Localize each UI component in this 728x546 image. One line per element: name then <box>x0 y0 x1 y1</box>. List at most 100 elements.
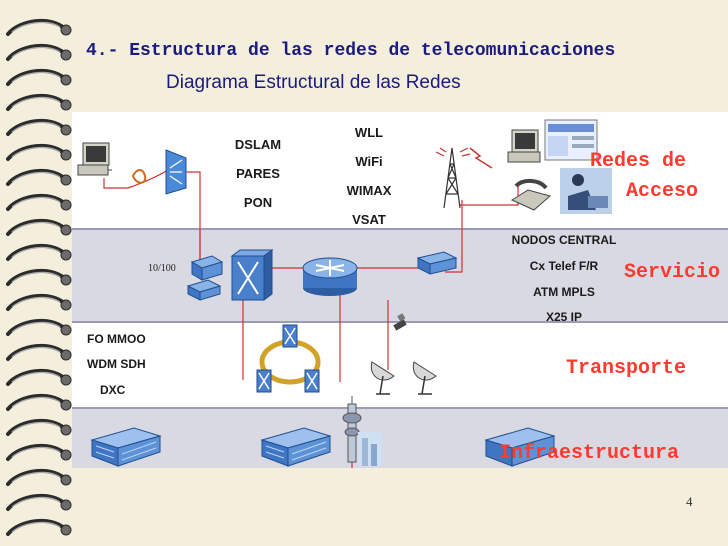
cross-connect-icon <box>304 369 320 393</box>
spiral-ring <box>6 143 66 161</box>
spiral-hole <box>60 249 72 261</box>
spiral-hole <box>60 199 72 211</box>
slide-title: 4.- Estructura de las redes de telecomun… <box>86 41 616 61</box>
spiral-ring <box>6 118 66 136</box>
spiral-ring-highlight <box>11 421 61 433</box>
spiral-ring <box>6 418 66 436</box>
spiral-ring-highlight <box>11 346 61 358</box>
page-number: 4 <box>686 494 693 509</box>
spiral-ring-highlight <box>11 146 61 158</box>
spiral-hole <box>60 374 72 386</box>
layer-services: Servicio <box>624 261 721 284</box>
notebook-spiral-binding <box>6 18 72 536</box>
infrastructure-layer-band <box>72 408 728 468</box>
layer-access-line2: Acceso <box>626 180 699 203</box>
label-wifi: WiFi <box>355 154 383 169</box>
services-layer-band <box>72 229 728 322</box>
spiral-ring-highlight <box>11 71 61 83</box>
spiral-ring-highlight <box>11 21 61 33</box>
spiral-hole <box>60 424 72 436</box>
spiral-ring-highlight <box>11 321 61 333</box>
label-wdm-sdh: WDM SDH <box>87 357 146 371</box>
spiral-hole <box>60 399 72 411</box>
spiral-ring <box>6 293 66 311</box>
spiral-ring-highlight <box>11 196 61 208</box>
switch-icon <box>190 255 224 281</box>
label-nodos-central: NODOS CENTRAL <box>511 233 617 247</box>
layer-infrastructure: Infraestructura <box>499 442 680 465</box>
spiral-ring <box>6 43 66 61</box>
spiral-ring <box>6 318 66 336</box>
building-icon <box>90 427 162 467</box>
layer-divider <box>72 228 728 230</box>
layer-divider <box>72 407 728 409</box>
spiral-hole <box>60 474 72 486</box>
label-dslam: DSLAM <box>234 137 282 152</box>
telephone-icon <box>510 179 552 211</box>
spiral-ring <box>6 343 66 361</box>
label-wll: WLL <box>354 125 384 140</box>
spiral-ring-highlight <box>11 246 61 258</box>
spiral-ring-highlight <box>11 46 61 58</box>
spiral-ring <box>6 518 66 536</box>
spiral-ring-highlight <box>11 296 61 308</box>
building-icon <box>484 427 556 467</box>
spiral-hole <box>60 99 72 111</box>
computer-icon <box>507 129 541 163</box>
modem-icon <box>131 169 147 184</box>
label-wimax: WIMAX <box>346 183 392 198</box>
spiral-ring <box>6 68 66 86</box>
building-icon <box>260 427 332 467</box>
satellite-icon <box>393 313 407 331</box>
spiral-ring <box>6 93 66 111</box>
spiral-ring-highlight <box>11 121 61 133</box>
spiral-ring <box>6 493 66 511</box>
label-atm-mpls: ATM MPLS <box>533 285 595 299</box>
router-icon <box>302 257 358 296</box>
spiral-ring <box>6 468 66 486</box>
cross-connect-icon <box>282 324 298 348</box>
spiral-ring-highlight <box>11 171 61 183</box>
slide-subtitle: Diagrama Estructural de las Redes <box>166 72 461 93</box>
satellite-dish-icon <box>412 361 437 395</box>
wireless-signal-icon <box>469 147 493 169</box>
label-cx-telef: Cx Telef F/R <box>529 259 599 273</box>
spiral-ring-highlight <box>11 471 61 483</box>
website-photo <box>544 119 598 161</box>
spiral-ring-highlight <box>11 521 61 533</box>
spiral-hole <box>60 24 72 36</box>
spiral-hole <box>60 499 72 511</box>
label-fo-mmoo: FO MMOO <box>87 332 146 346</box>
spiral-ring <box>6 193 66 211</box>
spiral-hole <box>60 124 72 136</box>
user-at-laptop-photo <box>560 168 612 214</box>
spiral-ring-highlight <box>11 96 61 108</box>
spiral-ring <box>6 168 66 186</box>
spiral-ring <box>6 218 66 236</box>
spiral-ring <box>6 443 66 461</box>
switch-icon <box>186 279 222 301</box>
spiral-ring <box>6 243 66 261</box>
label-pon: PON <box>243 195 273 210</box>
spiral-ring-highlight <box>11 271 61 283</box>
city-photo <box>358 432 382 466</box>
spiral-hole <box>60 174 72 186</box>
spiral-hole <box>60 299 72 311</box>
spiral-hole <box>60 274 72 286</box>
spiral-hole <box>60 524 72 536</box>
satellite-dish-icon <box>370 361 395 395</box>
label-x25-ip: X25 IP <box>545 310 583 324</box>
spiral-hole <box>60 224 72 236</box>
telecom-tower-icon <box>342 396 362 463</box>
transport-layer-band <box>72 322 728 408</box>
spiral-ring <box>6 268 66 286</box>
spiral-ring <box>6 368 66 386</box>
radio-tower-icon <box>435 147 471 209</box>
label-pares: PARES <box>236 166 280 181</box>
spiral-hole <box>60 149 72 161</box>
spiral-hole <box>60 74 72 86</box>
atm-switch-icon <box>230 249 274 301</box>
computer-icon <box>77 142 112 176</box>
